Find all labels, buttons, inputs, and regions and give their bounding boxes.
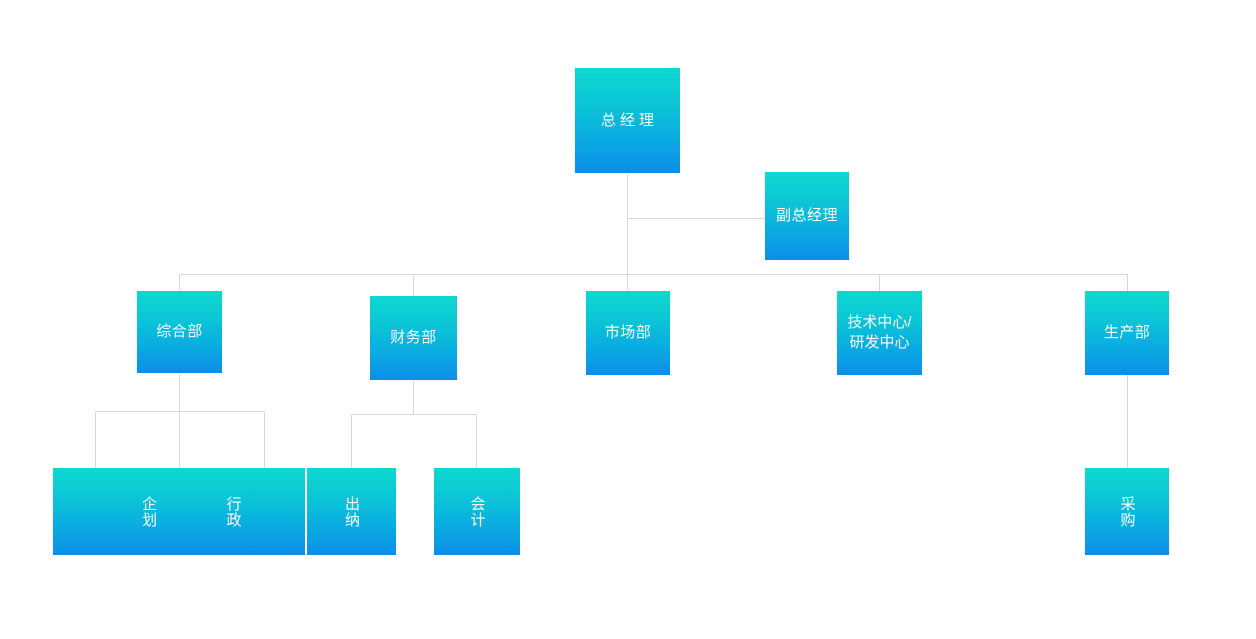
node-unit-administration[interactable]: 行政 bbox=[191, 468, 275, 555]
node-label-deputy-general-manager: 副总经理 bbox=[775, 207, 838, 225]
node-label-unit-cashier: 出纳 bbox=[343, 495, 360, 528]
node-label-unit-planning: 企划 bbox=[140, 495, 157, 528]
node-dept-production[interactable]: 生产部 bbox=[1085, 291, 1169, 375]
node-label-unit-administration: 行政 bbox=[224, 495, 242, 528]
node-unit-planning[interactable]: 企划 bbox=[106, 468, 191, 555]
node-label-dept-production: 生产部 bbox=[1103, 324, 1151, 342]
node-dept-finance[interactable]: 财务部 bbox=[370, 296, 457, 380]
node-deputy-general-manager[interactable]: 副总经理 bbox=[765, 172, 849, 260]
node-group-general-affairs-units: 企划 行政 人资 bbox=[53, 468, 326, 555]
node-unit-procurement[interactable]: 采购 bbox=[1085, 468, 1169, 555]
node-label-unit-procurement: 采购 bbox=[1118, 495, 1136, 528]
node-label-dept-general-affairs: 综合部 bbox=[156, 323, 203, 341]
node-label-general-manager: 总经理 bbox=[600, 111, 658, 129]
node-label-dept-marketing: 市场部 bbox=[604, 324, 652, 342]
node-dept-general-affairs[interactable]: 综合部 bbox=[137, 291, 222, 373]
node-general-manager[interactable]: 总经理 bbox=[575, 68, 680, 173]
node-label-unit-accounting: 会计 bbox=[468, 495, 486, 528]
node-label-dept-tech-center: 技术中心/ 研发中心 bbox=[847, 313, 912, 351]
node-label-dept-finance: 财务部 bbox=[390, 329, 437, 347]
node-dept-marketing[interactable]: 市场部 bbox=[586, 291, 670, 375]
node-unit-accounting[interactable]: 会计 bbox=[434, 468, 520, 555]
node-dept-tech-center[interactable]: 技术中心/ 研发中心 bbox=[837, 291, 922, 375]
node-unit-cashier[interactable]: 出纳 bbox=[307, 468, 396, 555]
